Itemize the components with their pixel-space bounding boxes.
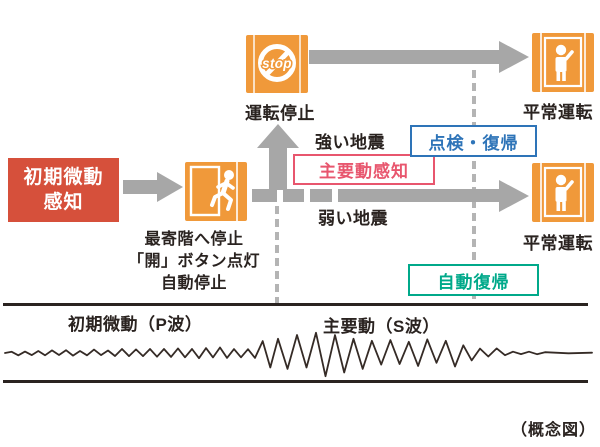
nearest-floor-caption: 最寄階へ停止 「開」ボタン点灯 自動停止: [114, 229, 274, 295]
normal-operation-top-label: 平常運転: [523, 103, 593, 122]
main-motion-detect-box: 主要動感知: [293, 154, 435, 185]
stop-operation-label: 運転停止: [245, 104, 315, 123]
nearest-floor-line1: 最寄階へ停止: [144, 231, 244, 248]
seismic-waveform: [4, 331, 593, 378]
elevator-evacuate-icon: [185, 162, 247, 221]
p-wave-label: 初期微動（P波）: [68, 315, 203, 334]
concept-figure-caption: （概念図）: [510, 422, 596, 439]
inspection-recovery-box: 点検・復帰: [410, 125, 537, 157]
arrow-stop-to-normal-head: [499, 41, 529, 73]
arrow-strong-quake-head: [257, 124, 299, 148]
arrow-stop-to-normal-shaft: [309, 50, 499, 64]
arrow-weak-quake-head: [499, 180, 529, 212]
seismo-rule-bottom: [3, 380, 588, 383]
nearest-floor-line3: 自動停止: [160, 275, 227, 292]
auto-recovery-box: 自動復帰: [408, 264, 539, 296]
dashed-guide-recovery: [472, 70, 476, 302]
arrow-weak-quake-shaft: [338, 189, 499, 202]
arrow-weak-quake-dash-3: [310, 189, 332, 202]
strong-quake-label: 強い地震: [315, 133, 385, 152]
dashed-guide-p-wave: [275, 206, 279, 303]
initial-tremor-detect-box: 初期微動 感知: [8, 158, 119, 222]
arrow-initial-to-elevator-shaft: [123, 180, 157, 194]
arrow-strong-quake-shaft: [269, 146, 287, 190]
s-wave-label: 主要動（S波）: [323, 317, 440, 336]
nearest-floor-line2: 「開」ボタン点灯: [127, 253, 260, 270]
elevator-stop-icon: stop: [246, 35, 308, 93]
seismo-rule-top: [3, 303, 588, 306]
initial-tremor-line1: 初期微動: [23, 167, 104, 188]
elevator-normal-top-icon: [532, 33, 594, 92]
arrow-initial-to-elevator-head: [157, 172, 183, 202]
stop-sign-text: stop: [262, 56, 292, 71]
normal-operation-bottom-label: 平常運転: [523, 234, 593, 253]
arrow-weak-quake-dash-2: [283, 189, 304, 202]
weak-quake-label: 弱い地震: [318, 209, 388, 228]
elevator-normal-bottom-icon: [532, 163, 594, 222]
arrow-weak-quake-dash-1: [252, 189, 277, 202]
initial-tremor-line2: 感知: [43, 192, 84, 213]
